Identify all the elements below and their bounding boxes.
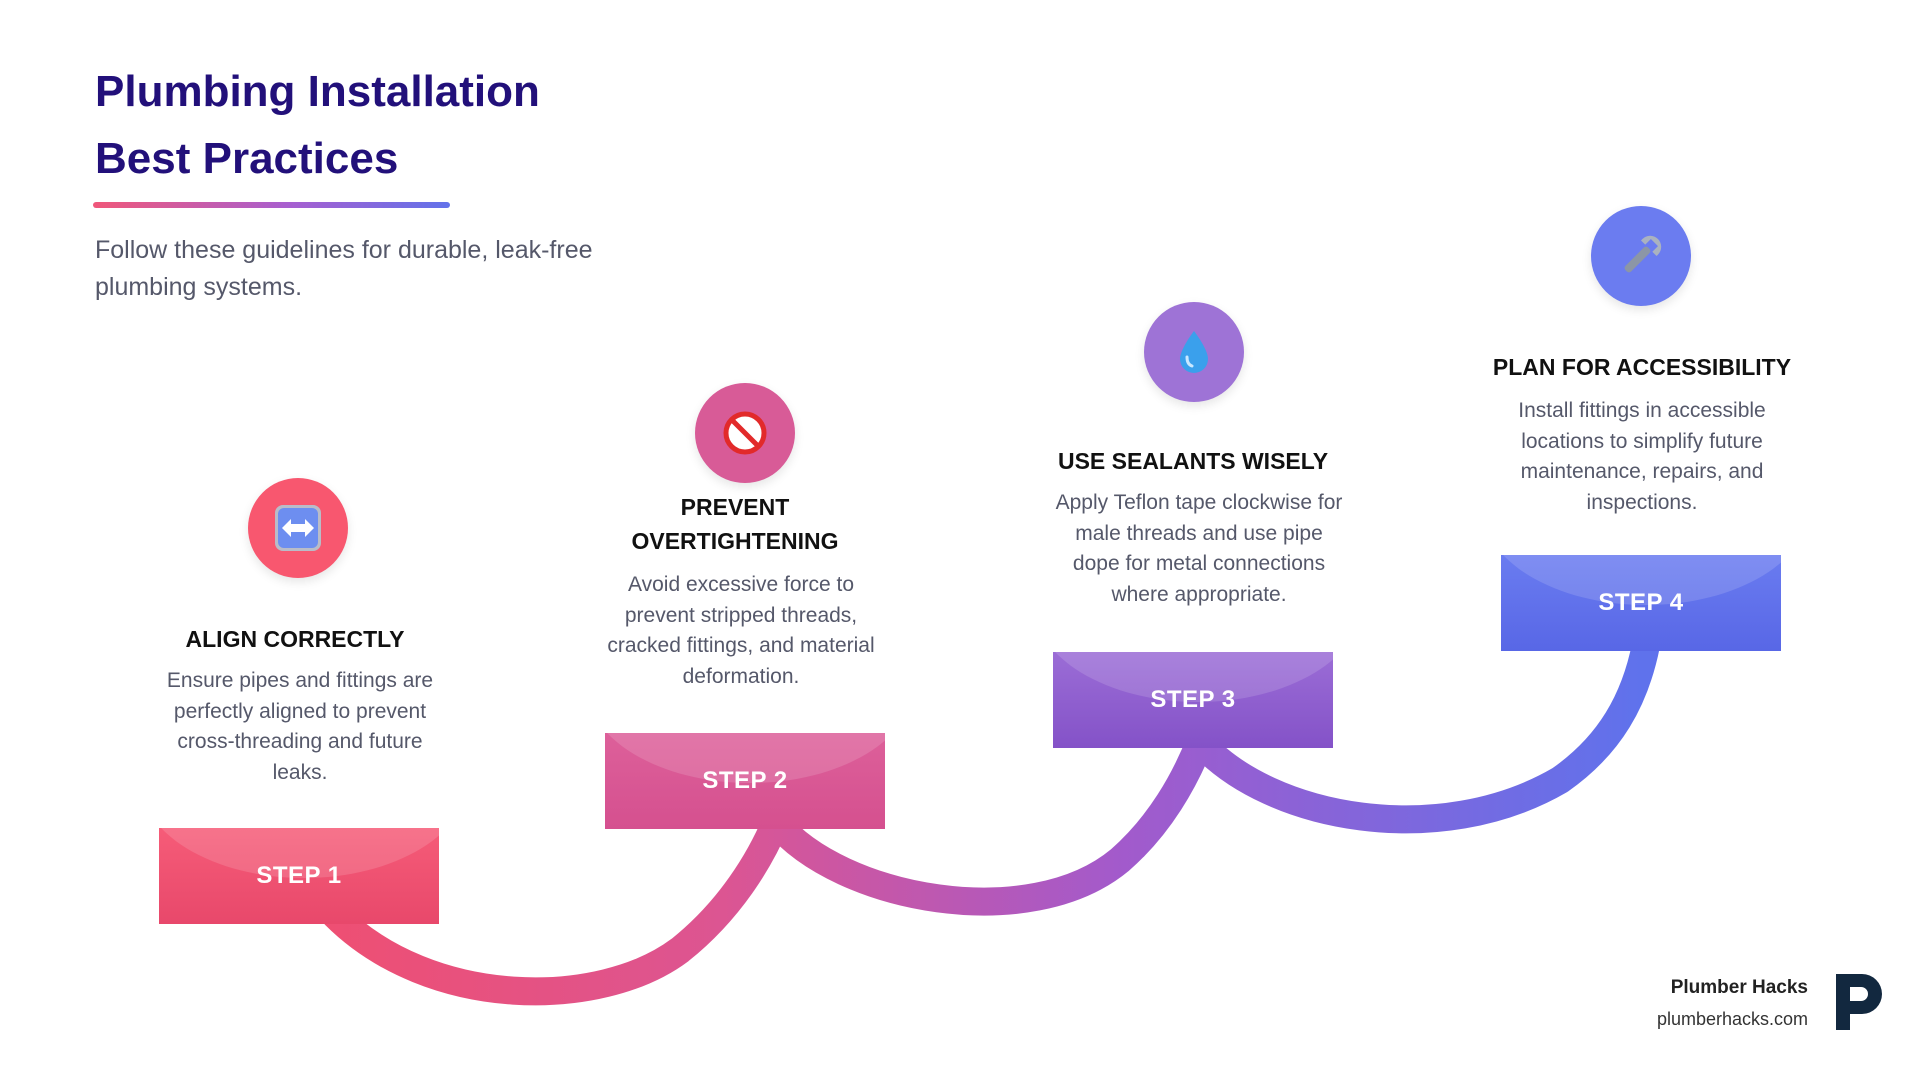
water-droplet-icon xyxy=(1180,331,1208,373)
step-2-label: STEP 2 xyxy=(702,767,788,794)
wrench-icon xyxy=(1624,235,1662,273)
step-1-title: ALIGN CORRECTLY xyxy=(185,626,405,652)
brand-name: Plumber Hacks xyxy=(1670,977,1808,998)
step-1-icon-circle xyxy=(248,478,348,578)
step-3-box: STEP 3 xyxy=(1053,652,1333,748)
step-4-icon-circle xyxy=(1591,206,1691,306)
step-4-description: Install fittings in accessible locations… xyxy=(1518,399,1766,514)
page-title-line2: Best Practices xyxy=(95,134,399,183)
step-4-title: PLAN FOR ACCESSIBILITY xyxy=(1492,354,1792,380)
plumber-hacks-logo xyxy=(1836,974,1882,1030)
step-3-title: USE SEALANTS WISELY xyxy=(1057,448,1329,474)
title-underline xyxy=(93,202,450,208)
step-3-icon-circle xyxy=(1144,302,1244,402)
prohibited-icon xyxy=(723,411,767,455)
step-1-description: Ensure pipes and fittings are perfectly … xyxy=(166,669,434,784)
curve-path xyxy=(321,631,1660,1006)
step-2-title: PREVENT OVERTIGHTENING xyxy=(631,494,839,554)
step-3-description: Apply Teflon tape clockwise for male thr… xyxy=(1055,491,1343,606)
step-4-label: STEP 4 xyxy=(1598,589,1684,616)
step-2-description: Avoid excessive force to prevent strippe… xyxy=(607,573,875,688)
page-title: Plumbing Installation Best Practices xyxy=(95,58,540,192)
brand-url: plumberhacks.com xyxy=(1656,1009,1808,1029)
page-subtitle: Follow these guidelines for durable, lea… xyxy=(95,236,593,301)
page-title-line1: Plumbing Installation xyxy=(95,67,540,116)
left-right-arrow-icon xyxy=(275,505,321,551)
step-2-icon-circle xyxy=(695,383,795,483)
step-4-box: STEP 4 xyxy=(1501,555,1781,651)
step-1-label: STEP 1 xyxy=(256,862,342,889)
step-1-box: STEP 1 xyxy=(159,828,439,924)
step-3-label: STEP 3 xyxy=(1150,686,1236,713)
step-2-box: STEP 2 xyxy=(605,733,885,829)
